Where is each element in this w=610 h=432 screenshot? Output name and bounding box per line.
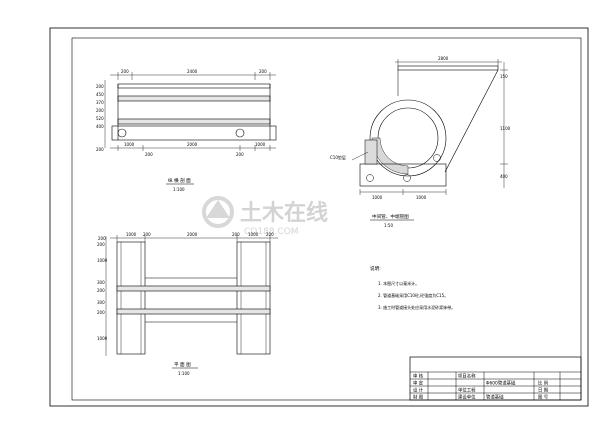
tb-date-label: 日 期 [538,388,549,394]
plan-view-scale: 1:100 [178,371,190,376]
front-left-dim-6: 400 [96,124,104,129]
front-bottom-dim-2: 200 [145,152,153,157]
tb-project-name: 项目名称 [458,373,476,380]
tb-scale-label: 比 例 [538,380,549,387]
watermark-brand: 土木在线 [240,200,328,226]
outer-frame [49,27,589,407]
front-view-title: 纵 横 剖 面 [168,177,191,184]
section-view-text: 2800 150 1100 400 1000 1000 C10垫层 中间管、中端… [330,56,511,228]
front-view-dim-text: 200 2400 200 1000 200 2000 200 1000 200 … [96,69,267,192]
front-left-dim-4: 200 [96,108,104,113]
front-view-scale: 1:100 [173,187,185,192]
front-left-dim-5: 520 [96,116,104,121]
tb-review: 审 核 [413,373,424,380]
tb-unit-project: 单位工程 [458,387,476,394]
front-top-dim-1: 200 [121,69,129,74]
section-base [359,163,447,187]
plan-left-dim-2: 1000 [97,258,108,263]
section-rebar-left-icon [366,174,374,182]
plan-left-block [116,241,146,355]
plan-left-dim-6: 200 [97,310,105,315]
watermark-logo-icon [202,196,234,228]
section-right-dim-3: 400 [500,174,508,179]
front-bottom-dim-1: 1000 [124,142,135,147]
plan-top-dim-5: 200 [232,232,240,237]
section-rebar-right-icon [433,154,441,162]
front-top-dim-2: 2400 [187,69,198,74]
plan-top-dim-7: 200 [266,232,274,237]
front-left-dim-2: 450 [96,92,104,97]
front-bottom-dim-4: 200 [236,152,244,157]
tb-sheet-no-label: 图 号 [538,395,549,401]
front-view [104,72,277,151]
plan-top-dim-1: 200 [98,236,106,241]
plan-top-dim-3: 200 [143,232,151,237]
notes-item-1: 1. 本图尺寸以毫米计。 [378,280,419,286]
section-callout-leader [351,151,369,161]
section-callout: C10垫层 [330,154,346,160]
plan-right-block [236,241,271,355]
front-top-slab [117,83,271,89]
tb-owner: 建设单位 [458,394,476,401]
front-base [111,125,277,141]
watermark: 土木在线 CO188.COM [202,196,328,237]
section-left-wall [364,139,378,165]
plan-top-dim-6: 1000 [248,232,259,237]
section-view-title: 中间管、中端管图 [372,213,409,220]
tb-approve: 审 定 [413,380,424,387]
plan-left-dim-1: 200 [97,242,105,247]
notes: 说明: 1. 本图尺寸以毫米计。 2. 管道基础采用C10砼,砼强度为C15。 … [370,265,455,310]
front-left-dim-3: 370 [96,100,104,105]
inner-frame [71,37,582,401]
plan-left-dim-3: 300 [97,280,105,285]
notes-heading: 说明: [370,265,381,272]
plan-left-dim-5: 300 [97,300,105,305]
title-block-frame [409,356,582,401]
front-lower-beam [117,118,271,125]
tb-design: 设 计 [413,387,424,394]
front-upper-beam [117,95,271,102]
front-left-dim-1: 200 [96,84,104,89]
plan-top-dim-2: 1000 [126,232,137,237]
watermark-site: CO188.COM [244,227,299,237]
section-pipe-outer [369,99,447,177]
front-pipe-left-icon [117,128,127,138]
watermark-logo-mark [206,200,230,218]
front-left-dim-7: 200 [96,147,104,152]
front-bottom-dim-3: 2000 [187,142,198,147]
section-top-dim: 2800 [438,56,449,61]
front-bottom-dim-5: 1000 [255,142,266,147]
section-bottom-dim-2: 1000 [416,195,427,200]
plan-view-title: 平 面 图 [174,362,191,368]
tb-draw: 制 图 [413,394,424,401]
section-view-scale: 1:50 [384,223,393,228]
plan-lower-beam [116,308,271,315]
section-top-slab [397,65,499,71]
notes-item-3: 3. 施工时管道接头处应采用水泥砂浆抹带。 [378,304,455,310]
plan-view [105,235,278,356]
notes-item-2: 2. 管道基础采用C10砼,砼强度为C15。 [378,292,448,298]
section-view [351,59,508,195]
plan-left-dim-7: 1000 [97,336,108,341]
section-rebar-mid-icon [403,174,411,182]
section-slope-line [444,69,499,173]
plan-view-text: 200 1000 200 2000 200 1000 200 200 1000 … [97,232,274,376]
section-right-dim-1: 150 [500,74,508,79]
section-bottom-dim-1: 1000 [372,195,383,200]
title-block [409,356,582,401]
front-top-dim-3: 200 [259,69,267,74]
plan-top-dim-4: 2000 [187,232,198,237]
plan-upper-beam [116,285,271,292]
section-right-dim-2: 1100 [500,126,511,131]
plan-left-dim-4: 200 [97,288,105,293]
tb-drawing-title: Φ600管道基础 [486,380,516,387]
title-block-text: 审 核 项目名称 审 定 Φ600管道基础 比 例 设 计 单位工程 日 期 制… [413,373,549,401]
front-pipe-right-icon [235,128,245,138]
tb-sub-title: 管道基础 [486,394,504,401]
